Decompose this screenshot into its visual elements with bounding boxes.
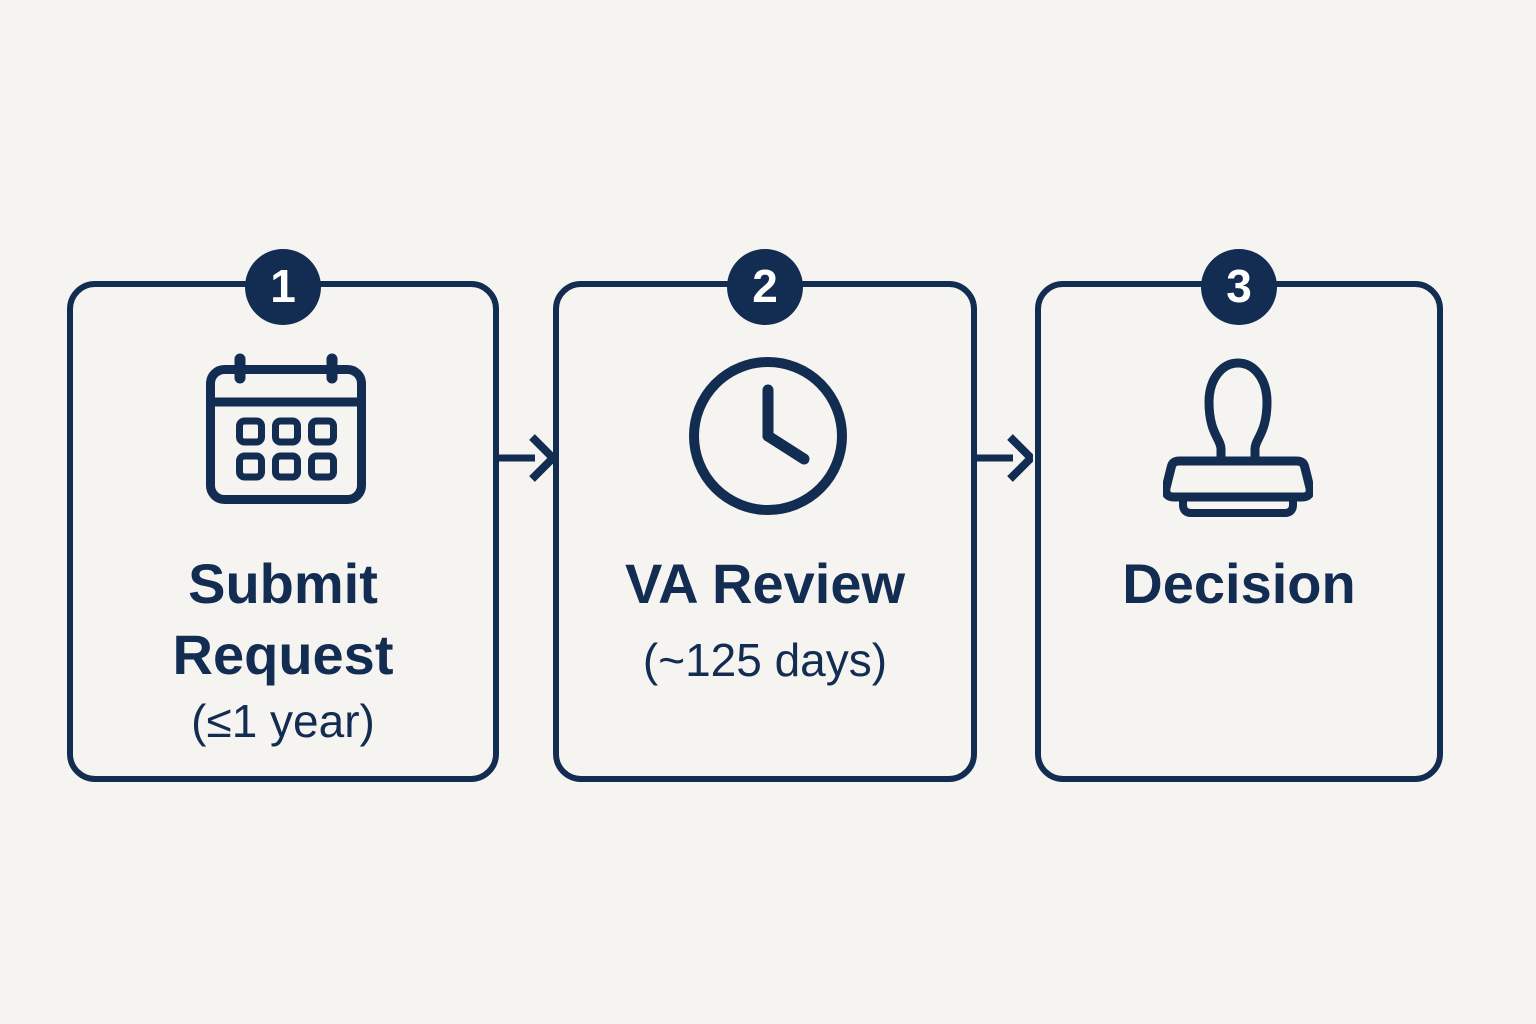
step-number: 3 (1226, 260, 1252, 312)
step-subtitle: (~125 days) (642, 634, 888, 686)
step-card-submit-request: 1 Submit Request (≤1 year) (67, 249, 499, 782)
step-number: 1 (270, 260, 296, 312)
step-card-decision: 3 Decision (1035, 249, 1443, 782)
step-title: Submit Request (172, 552, 394, 686)
step-subtitle: (≤1 year) (191, 695, 375, 747)
clock-icon (688, 356, 848, 516)
right-arrow-icon (975, 430, 1033, 486)
step-title: Decision (1122, 552, 1356, 615)
step-number: 2 (752, 260, 778, 312)
step-number-badge: 2 (727, 249, 803, 325)
right-arrow-icon (497, 430, 555, 486)
calendar-icon (206, 350, 366, 504)
step-card-va-review: 2 VA Review (~125 days) (553, 249, 977, 782)
step-title: VA Review (624, 552, 906, 615)
stamp-icon (1163, 354, 1313, 518)
step-number-badge: 3 (1201, 249, 1277, 325)
step-number-badge: 1 (245, 249, 321, 325)
